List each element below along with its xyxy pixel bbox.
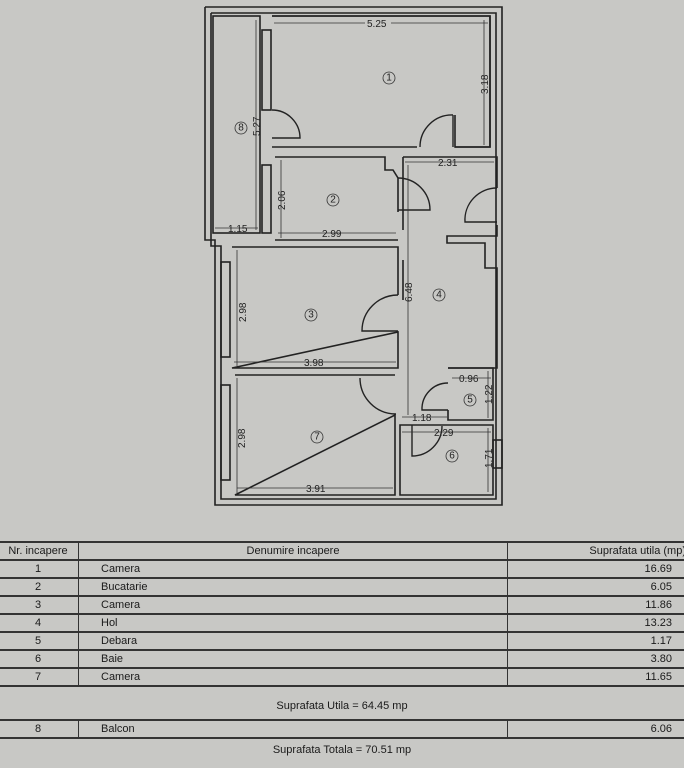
room-number-8: 8 (234, 121, 248, 135)
dim-label: 3.98 (304, 358, 324, 369)
dim-label: 2.06 (277, 190, 288, 210)
dim-label: 3.91 (306, 484, 326, 495)
header-area: Suprafata utila (mp) (507, 541, 684, 561)
cell-area: 6.06 (507, 719, 684, 739)
room-number-3: 3 (304, 308, 318, 322)
cell-name: Debara (78, 631, 508, 651)
cell-name: Baie (78, 649, 508, 669)
svg-text:6: 6 (449, 451, 455, 462)
dim-label: 2.99 (322, 229, 342, 240)
room-number-2: 2 (326, 193, 340, 207)
svg-text:8: 8 (238, 123, 244, 134)
cell-nr: 7 (0, 667, 79, 687)
cell-nr: 1 (0, 559, 79, 579)
header-nr: Nr. incapere (0, 541, 79, 561)
dim-label: 1.22 (484, 384, 495, 404)
cell-name: Camera (78, 559, 508, 579)
window (220, 261, 231, 358)
room-number-6: 6 (445, 449, 459, 463)
cell-area: 13.23 (507, 613, 684, 633)
door (464, 187, 498, 223)
room-number-1: 1 (382, 71, 396, 85)
floor-plan: 1 2 3 4 5 6 7 8 5.25 3.18 5.27 1.15 2.06… (204, 6, 503, 506)
dim-label: 1.71 (484, 448, 495, 468)
room-8-balcony (212, 15, 261, 234)
room-3 (231, 246, 399, 369)
room-5 (447, 367, 494, 421)
cell-name: Hol (78, 613, 508, 633)
svg-text:5: 5 (467, 395, 473, 406)
dim-label: 5.25 (367, 19, 387, 30)
room-number-5: 5 (463, 393, 477, 407)
header-name: Denumire incapere (78, 541, 508, 561)
dim-label: 1.15 (228, 224, 248, 235)
room-2 (275, 156, 399, 241)
svg-text:2: 2 (330, 195, 336, 206)
window (220, 384, 231, 481)
usable-area-total: Suprafata Utila = 64.45 mp (276, 700, 408, 712)
cell-name: Balcon (78, 719, 508, 739)
cell-name: Camera (78, 595, 508, 615)
room-6 (399, 424, 494, 496)
cell-nr: 3 (0, 595, 79, 615)
door (359, 377, 397, 415)
door (397, 177, 431, 211)
cell-nr: 2 (0, 577, 79, 597)
outer-wall (204, 6, 503, 506)
cell-nr: 6 (0, 649, 79, 669)
cell-name: Camera (78, 667, 508, 687)
balcony-window (261, 29, 272, 111)
door (421, 382, 449, 411)
dimension-labels: 5.25 3.18 5.27 1.15 2.06 2.99 2.31 6.48 … (228, 17, 495, 495)
cell-nr: 4 (0, 613, 79, 633)
cell-area: 11.86 (507, 595, 684, 615)
svg-text:1: 1 (386, 73, 392, 84)
room-7 (234, 374, 396, 496)
total-area: Suprafata Totala = 70.51 mp (272, 744, 412, 756)
window (492, 439, 503, 469)
svg-text:7: 7 (314, 432, 320, 443)
cell-nr: 8 (0, 719, 79, 739)
svg-text:3: 3 (308, 310, 314, 321)
cell-area: 3.80 (507, 649, 684, 669)
cell-name: Bucatarie (78, 577, 508, 597)
dim-label: 5.27 (252, 116, 263, 136)
dim-label: 1.18 (412, 413, 432, 424)
cell-area: 6.05 (507, 577, 684, 597)
door (419, 114, 454, 148)
door (271, 109, 301, 139)
table-header: Nr. incapere Denumire incapere Suprafata… (0, 541, 684, 561)
room-number-4: 4 (432, 288, 446, 302)
room-number-7: 7 (310, 430, 324, 444)
svg-text:4: 4 (436, 290, 442, 301)
dim-label: 2.31 (438, 158, 458, 169)
cell-area: 11.65 (507, 667, 684, 687)
room-1 (272, 15, 491, 148)
dim-label: 2.29 (434, 428, 454, 439)
dim-label: 3.18 (480, 74, 491, 94)
outer-wall-inner (210, 12, 497, 500)
dim-label: 2.98 (237, 428, 248, 448)
cell-area: 1.17 (507, 631, 684, 651)
dim-label: 6.48 (404, 282, 415, 302)
door (361, 294, 399, 332)
cell-nr: 5 (0, 631, 79, 651)
dim-label: 2.98 (238, 302, 249, 322)
rooms-table: Nr. incapere Denumire incapere Suprafata… (0, 541, 684, 687)
dim-label: 0.96 (459, 374, 479, 385)
cell-area: 16.69 (507, 559, 684, 579)
room-4-hall (402, 156, 498, 369)
balcony-window (261, 164, 272, 234)
